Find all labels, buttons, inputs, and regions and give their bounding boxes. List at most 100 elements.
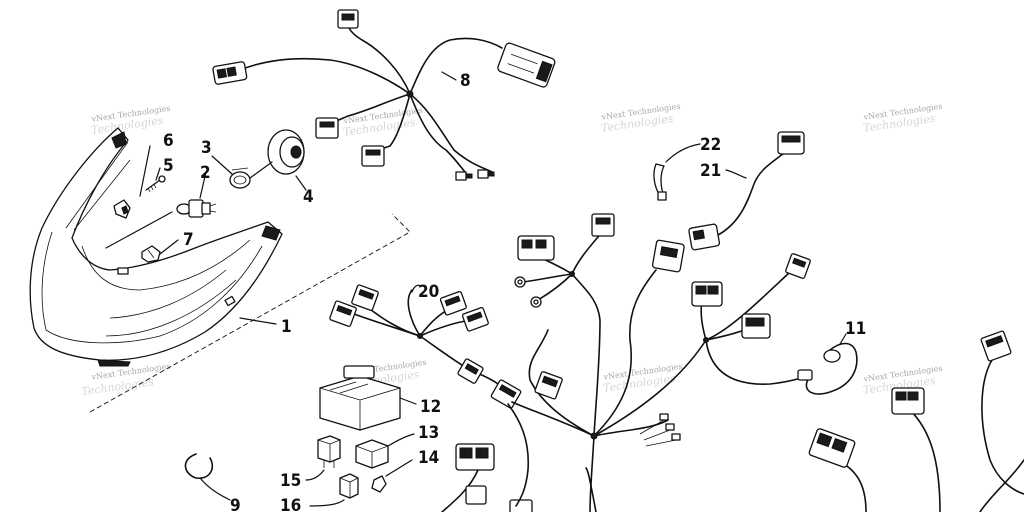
- leader-line-13: [387, 433, 415, 447]
- right-harness-connector: [980, 330, 1012, 362]
- main-harness-connector: [691, 281, 723, 307]
- headlight-housing: [29, 127, 283, 361]
- headlight-parts: [105, 129, 305, 263]
- leader-line-22: [665, 143, 701, 163]
- watermark-bottomleft: Technologies vNext Technologies: [81, 362, 171, 398]
- housing-tab: [111, 131, 127, 149]
- headlight-housing-edge: [41, 231, 263, 344]
- callout-12: 12: [420, 397, 441, 417]
- callout-15: 15: [280, 471, 301, 491]
- main-harness-connector: [785, 253, 811, 279]
- leader-line-9: [199, 477, 231, 501]
- leader-line-12: [399, 397, 417, 405]
- housing-clip: [117, 267, 129, 275]
- leader-line-1: [239, 317, 277, 325]
- callout-9: 9: [230, 496, 241, 512]
- callout-2: 2: [200, 163, 211, 183]
- housing-clip: [224, 295, 236, 307]
- leader-line-11: [839, 333, 847, 345]
- leader-line-7: [159, 239, 179, 255]
- sub-harness-connector: [329, 300, 357, 327]
- leader-line-15: [305, 469, 325, 481]
- leader-line-21: [725, 169, 747, 179]
- leader-line-20: [411, 284, 421, 293]
- housing-contour: [109, 269, 227, 319]
- main-harness-connector: [688, 223, 721, 251]
- harness-connector-large: [497, 42, 556, 88]
- main-harness: [441, 131, 811, 512]
- harness-connector-top: [337, 9, 359, 29]
- leader-line-3: [211, 155, 233, 175]
- right-harness: [808, 330, 1024, 512]
- callout-11: 11: [845, 319, 866, 339]
- sub-harness-connector: [461, 306, 489, 332]
- lower-connector: [465, 485, 533, 512]
- main-harness-connector: [651, 239, 685, 273]
- leader-line-5: [155, 167, 161, 181]
- harness-connector-mid: [315, 117, 339, 139]
- headlight-assembly: [29, 127, 411, 413]
- callout-20: 20: [418, 282, 439, 302]
- harness-terminals: [455, 169, 495, 181]
- bulb-axis-line: [105, 211, 173, 249]
- callout-1: 1: [281, 317, 292, 337]
- housing-contour: [105, 279, 237, 337]
- relay-large: [355, 433, 415, 469]
- callout-3: 3: [201, 138, 212, 158]
- callout-5: 5: [163, 156, 174, 176]
- bulb-retaining-clip: [229, 167, 251, 189]
- rubber-boot: [249, 129, 305, 179]
- main-harness-connector: [591, 213, 615, 237]
- main-harness-connector: [777, 131, 805, 155]
- housing-rib: [73, 159, 131, 231]
- lower-connector: [441, 443, 495, 512]
- main-harness-connector-large: [517, 235, 555, 261]
- callout-6: 6: [163, 131, 174, 151]
- leader-line-2: [199, 171, 207, 199]
- harness-connector-left: [212, 61, 248, 85]
- callout-16: 16: [280, 496, 301, 512]
- leader-line-14: [385, 459, 413, 477]
- reference-plane: [89, 213, 411, 413]
- sub-harness-connector: [490, 379, 522, 409]
- watermark-topleft: Technologies vNext Technologies: [90, 104, 171, 137]
- ring-terminal: [514, 276, 542, 308]
- adjuster-clip: [113, 199, 131, 219]
- nut: [141, 245, 161, 263]
- main-harness-connector: [741, 313, 771, 339]
- callouts: 1 2 3 4 5 6 7 8 9 11 12 13 14 15 16 20 2…: [163, 71, 866, 512]
- housing-tab: [261, 225, 281, 241]
- relay-mini: [309, 473, 359, 507]
- watermark-center-top: Technologies vNext Technologies: [342, 106, 423, 139]
- harness-connector-lower: [361, 145, 385, 167]
- headlight-harness: [212, 9, 556, 181]
- callout-7: 7: [183, 230, 194, 250]
- cable-tie: [653, 143, 701, 201]
- main-harness-connector: [534, 371, 563, 400]
- callout-22: 22: [700, 135, 721, 155]
- sub-harness-connector: [351, 284, 379, 311]
- callout-13: 13: [418, 423, 439, 443]
- sub-harness-connector: [457, 358, 484, 384]
- right-harness-connector: [808, 428, 856, 468]
- callout-8: 8: [460, 71, 471, 91]
- sub-harness: [329, 284, 522, 409]
- callout-21: 21: [700, 161, 721, 181]
- watermark-right-top: Technologies vNext Technologies: [862, 102, 943, 135]
- fuse-box: [319, 365, 417, 431]
- headlight-bulb: [176, 199, 217, 218]
- relay-small: [305, 435, 341, 481]
- clamp-ring: [184, 453, 231, 501]
- leader-line-4: [295, 175, 307, 191]
- leader-line-6: [139, 145, 151, 197]
- headlight-housing-lens: [81, 239, 251, 291]
- callout-4: 4: [303, 187, 314, 207]
- leader-line-8: [441, 71, 457, 81]
- sub-harness-connector: [439, 290, 467, 316]
- screw: [145, 175, 166, 193]
- courtesy-light: [797, 333, 858, 395]
- watermark-mid-top: Technologies vNext Technologies: [600, 102, 681, 135]
- right-harness-connector: [891, 387, 925, 415]
- fuse: [371, 459, 413, 493]
